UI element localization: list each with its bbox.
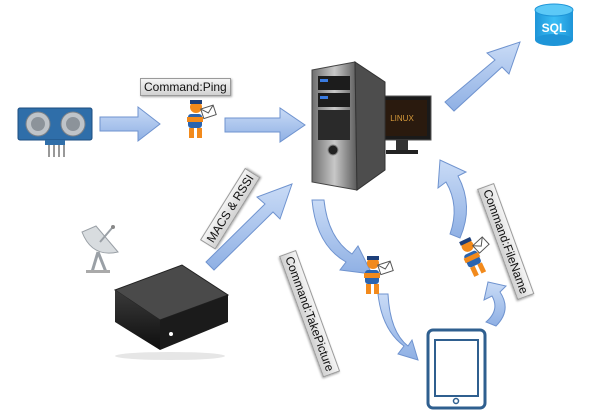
sql-database-icon: SQL (534, 3, 574, 46)
mini-pc-icon (113, 264, 230, 360)
arrow-minipc-to-server (205, 183, 293, 271)
messenger-icon (363, 255, 394, 295)
messenger-icon (186, 99, 217, 139)
arrow-server-to-sql (444, 41, 521, 112)
arrow-tablet-to-messenger-curved (483, 281, 507, 327)
tablet-icon (426, 328, 487, 410)
server-monitor-icon: LINUX (311, 61, 432, 191)
messenger-icon (455, 230, 500, 279)
arrow-messenger-to-server (224, 107, 306, 143)
server-brand: LINUX (390, 114, 414, 123)
arrow-server-to-messenger-curved (311, 199, 373, 275)
arrow-messenger-to-server-curved (437, 159, 468, 239)
arrow-sensor-to-messenger (99, 105, 161, 143)
sql-label: SQL (542, 21, 567, 35)
ultrasonic-sensor-icon (17, 107, 93, 157)
satellite-dish-icon (81, 225, 119, 273)
arrow-messenger-to-tablet-curved (377, 293, 419, 361)
label-command-ping: Command:Ping (140, 78, 231, 96)
